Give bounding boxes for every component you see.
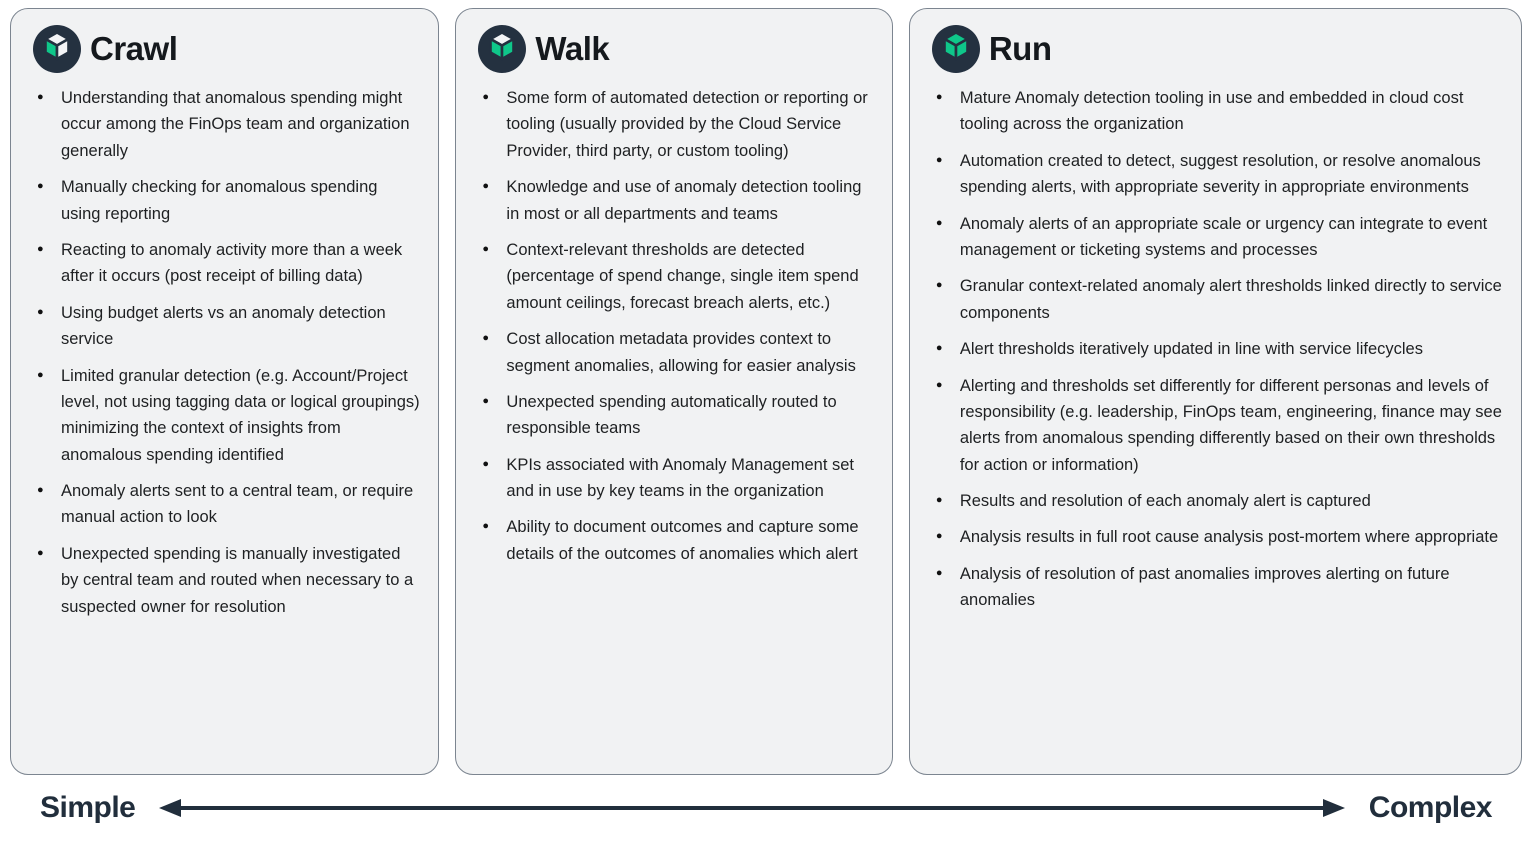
bullet-list-walk: Some form of automated detection or repo…: [478, 85, 873, 567]
cube-icon: [33, 25, 81, 73]
axis-label-simple: Simple: [40, 791, 136, 824]
maturity-board: Crawl Understanding that anomalous spend…: [0, 0, 1536, 775]
bullet-item: Alerting and thresholds set differently …: [932, 373, 1503, 479]
bullet-item: Analysis results in full root cause anal…: [932, 524, 1503, 550]
bullet-item: Limited granular detection (e.g. Account…: [33, 363, 420, 469]
card-title-walk: Walk: [535, 30, 610, 67]
card-title-crawl: Crawl: [90, 30, 178, 67]
stage-card-run: Run Mature Anomaly detection tooling in …: [908, 8, 1522, 775]
arrow-line: [181, 806, 1323, 810]
bullet-item: Unexpected spending automatically routed…: [478, 389, 873, 442]
card-header: Run: [931, 25, 1503, 73]
bullet-item: Unexpected spending is manually investig…: [33, 541, 420, 620]
bullet-item: Knowledge and use of anomaly detection t…: [478, 174, 873, 227]
bullet-item: Mature Anomaly detection tooling in use …: [932, 85, 1503, 138]
card-title-run: Run: [988, 30, 1052, 67]
bullet-item: KPIs associated with Anomaly Management …: [478, 452, 873, 505]
bullet-item: Anomaly alerts of an appropriate scale o…: [932, 211, 1503, 264]
stage-card-walk: Walk Some form of automated detection or…: [455, 8, 893, 775]
double-arrow: [159, 796, 1345, 820]
bullet-item: Granular context-related anomaly alert t…: [932, 273, 1503, 326]
bullet-item: Analysis of resolution of past anomalies…: [932, 561, 1503, 614]
bullet-item: Ability to document outcomes and capture…: [478, 514, 873, 567]
bullet-item: Manually checking for anomalous spending…: [33, 174, 420, 227]
arrow-head-left-icon: [159, 799, 182, 817]
complexity-axis: Simple Complex: [40, 791, 1493, 825]
bullet-item: Some form of automated detection or repo…: [478, 85, 873, 164]
stage-card-crawl: Crawl Understanding that anomalous spend…: [10, 8, 440, 775]
bullet-item: Anomaly alerts sent to a central team, o…: [33, 478, 420, 531]
bullet-item: Using budget alerts vs an anomaly detect…: [33, 300, 420, 353]
bullet-list-crawl: Understanding that anomalous spending mi…: [33, 85, 420, 620]
card-header: Crawl: [33, 25, 420, 73]
bullet-item: Reacting to anomaly activity more than a…: [33, 237, 420, 290]
cube-icon: [478, 25, 527, 73]
bullet-item: Context-relevant thresholds are detected…: [478, 237, 873, 316]
bullet-item: Understanding that anomalous spending mi…: [33, 85, 420, 164]
bullet-item: Cost allocation metadata provides contex…: [478, 326, 873, 379]
bullet-item: Alert thresholds iteratively updated in …: [932, 336, 1503, 362]
arrow-head-right-icon: [1322, 799, 1345, 817]
bullet-item: Results and resolution of each anomaly a…: [932, 488, 1503, 514]
bullet-list-run: Mature Anomaly detection tooling in use …: [932, 85, 1503, 614]
card-header: Walk: [478, 25, 873, 73]
axis-label-complex: Complex: [1368, 791, 1493, 824]
bullet-item: Automation created to detect, suggest re…: [932, 148, 1503, 201]
cube-icon: [931, 25, 980, 73]
